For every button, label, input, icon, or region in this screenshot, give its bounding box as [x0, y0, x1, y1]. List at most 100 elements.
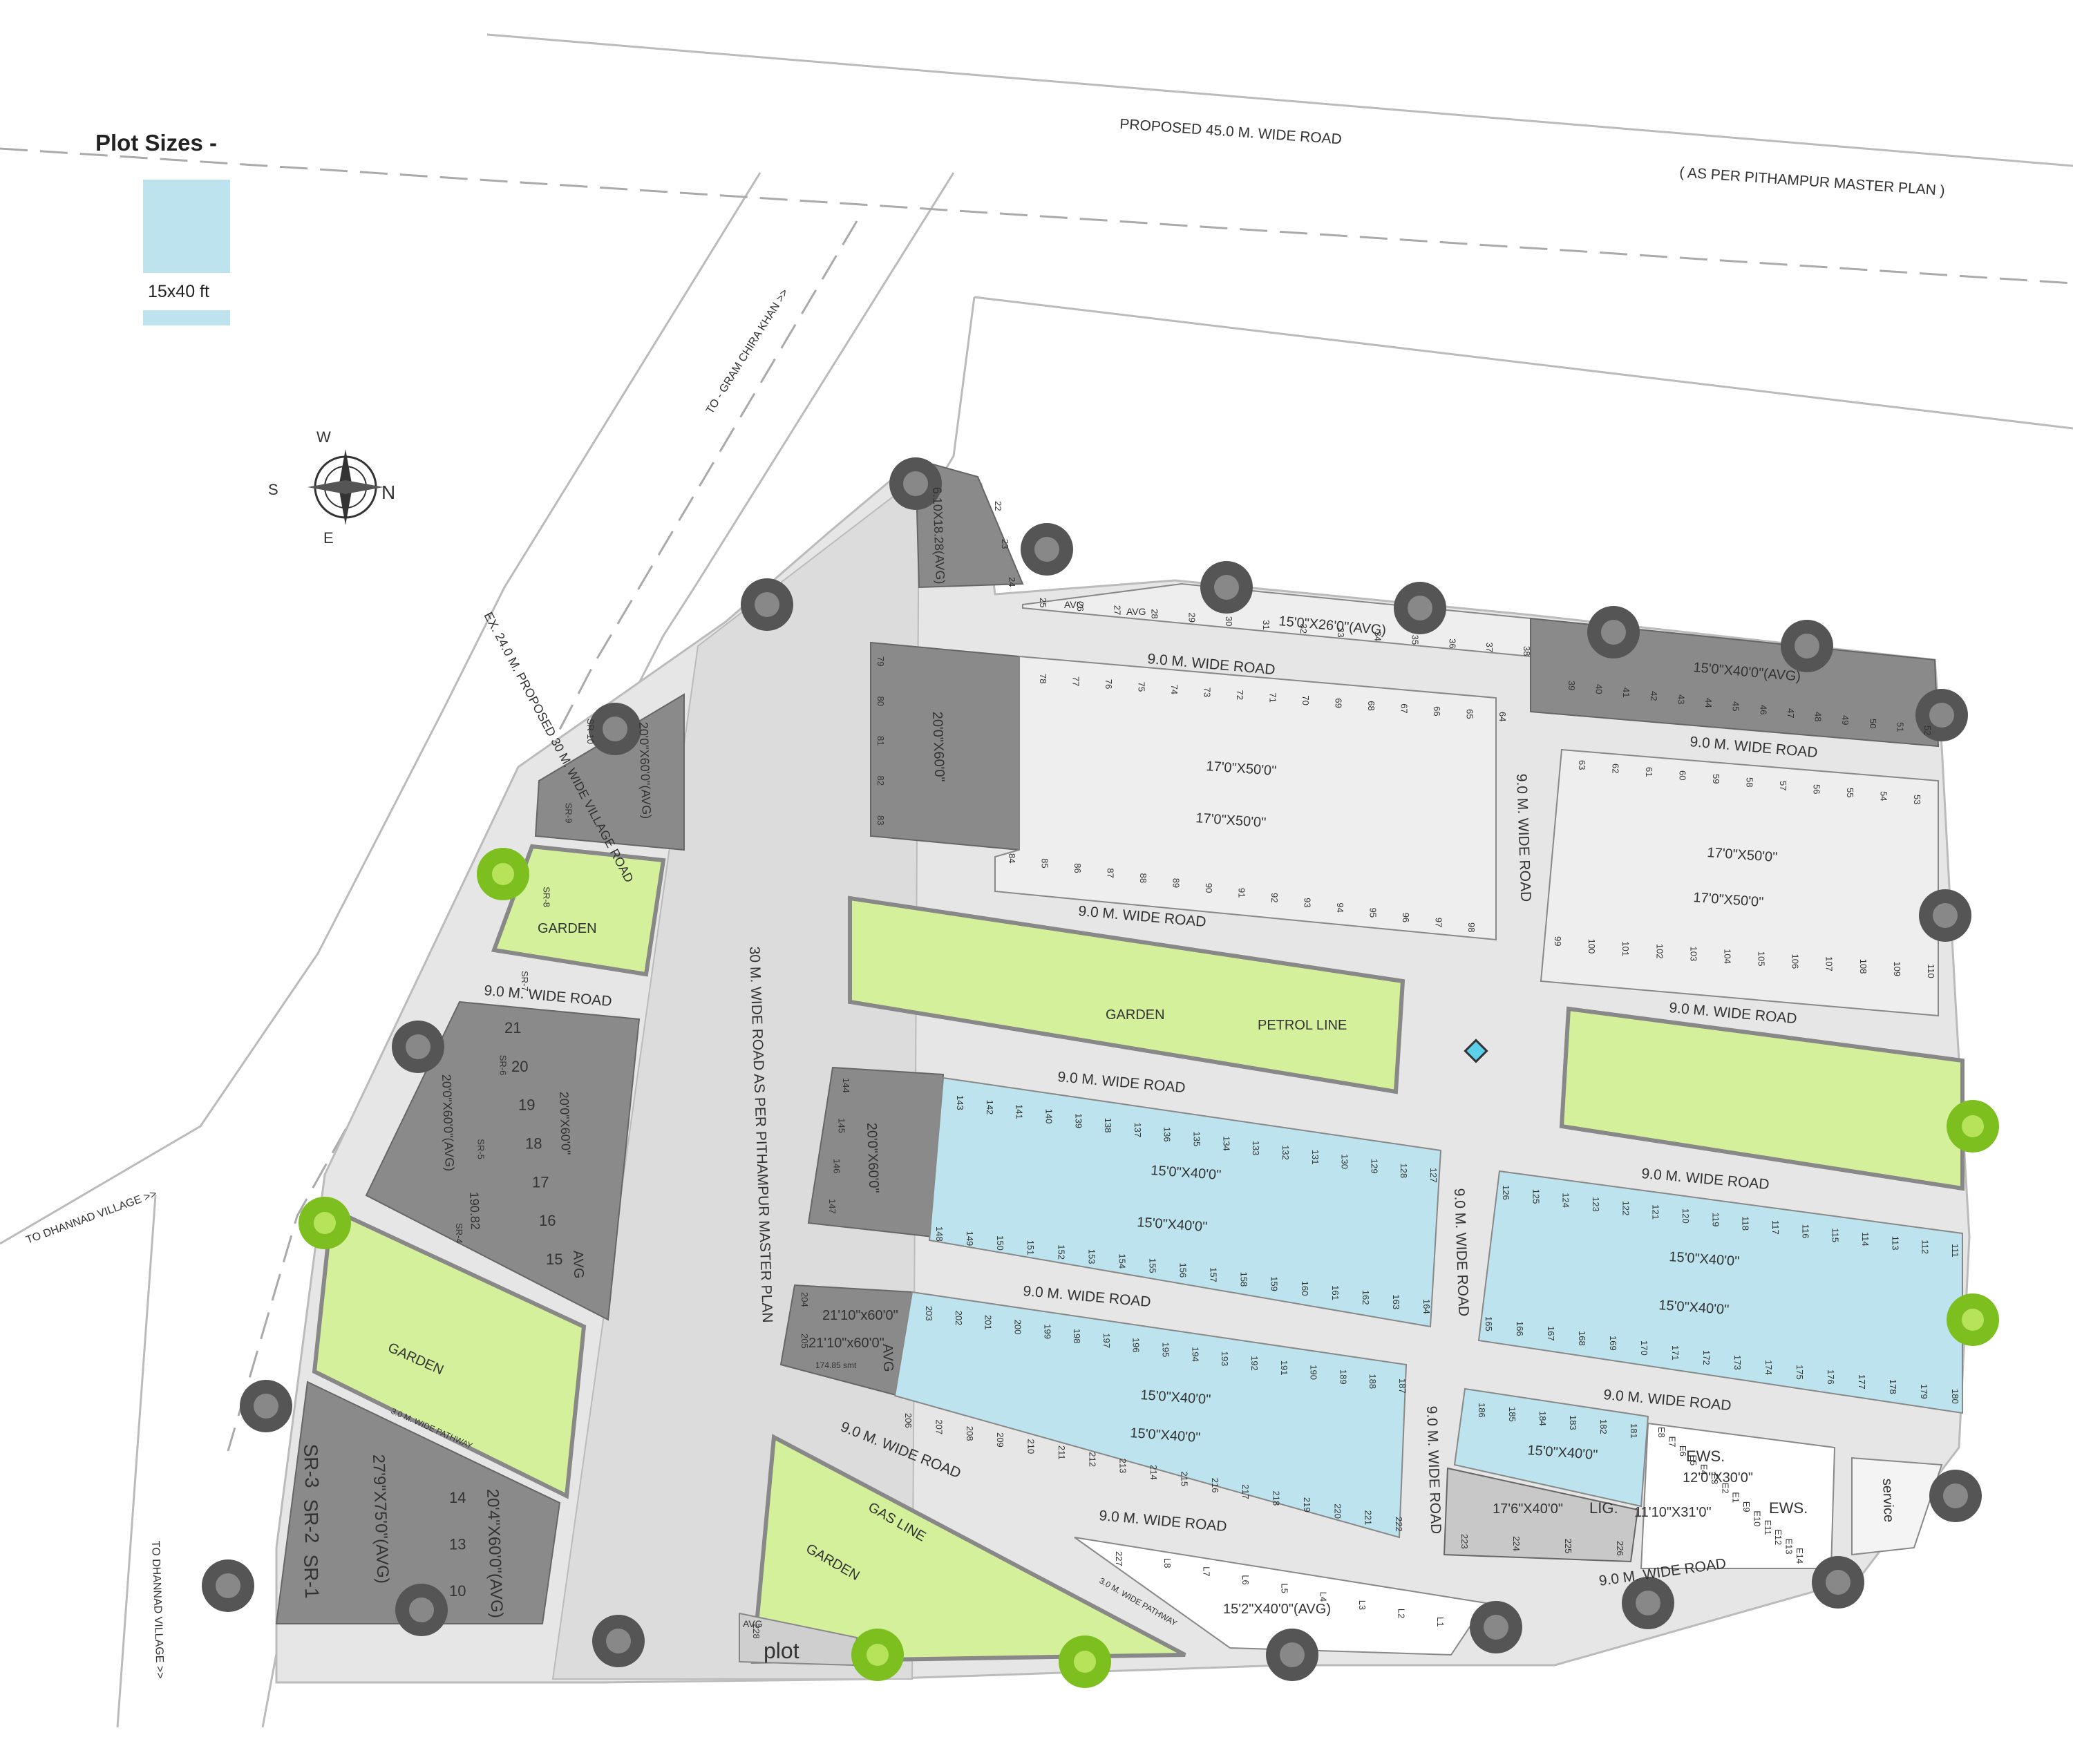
plot-number: 145 [836, 1118, 846, 1133]
plot-number: 166 [1515, 1321, 1525, 1336]
plot-number: 88 [1138, 873, 1148, 883]
plot-number: 135 [1192, 1132, 1202, 1147]
dim-label: 20'0"X60'0" [864, 1122, 882, 1193]
plot-number: 190 [1309, 1365, 1319, 1380]
plot-number: 112 [1920, 1240, 1931, 1254]
plot-number: 10 [449, 1582, 466, 1600]
tree-green-icon [1947, 1293, 1999, 1346]
plot-number: 220 [1332, 1504, 1343, 1519]
plot-number: 132 [1280, 1145, 1291, 1160]
plot-number: E7 [1667, 1436, 1677, 1448]
plot-number: 146 [832, 1159, 842, 1174]
plot-number: 215 [1179, 1471, 1189, 1486]
plot-number: 123 [1591, 1197, 1601, 1212]
tree-dark-icon [1021, 523, 1073, 576]
plot-number: SR-10 [585, 719, 596, 744]
dim-label: 12'0"X30'0" [1683, 1470, 1753, 1486]
plot-number: 15 [546, 1251, 562, 1268]
plot-number: 213 [1118, 1459, 1128, 1474]
plot-number: 165 [1484, 1316, 1494, 1331]
plot-number: 162 [1361, 1290, 1371, 1305]
plot-number: 109 [1892, 961, 1902, 976]
plot-number: 223 [1459, 1534, 1470, 1549]
plot-number: 25 [1038, 598, 1048, 607]
service-area [1851, 1457, 1943, 1556]
plot-number: 85 [1040, 858, 1050, 868]
avg-label: AVG [570, 1250, 586, 1279]
plot-number: 186 [1477, 1403, 1487, 1418]
plot-number: SR-8 [542, 886, 552, 907]
plot-number: 216 [1210, 1478, 1220, 1493]
plot-number: 207 [934, 1419, 944, 1434]
plot-number: 218 [1271, 1491, 1282, 1506]
dim-label: 6.10X18.28(AVG) [930, 486, 947, 584]
plot-number: 164 [1421, 1299, 1432, 1314]
garden-petrol-line [848, 895, 1405, 1094]
plot-number: 80 [875, 696, 886, 706]
plot-number: 108 [1858, 959, 1868, 974]
garden-label: GARDEN [538, 921, 597, 936]
road-label-master-plan-note: ( AS PER PITHAMPUR MASTER PLAN ) [1679, 164, 1946, 199]
plot-number: E4 [1699, 1464, 1710, 1475]
plot-block-22-24 [914, 458, 1024, 589]
site-marker-icon [1464, 1039, 1488, 1063]
plot-number: E14 [1795, 1548, 1805, 1564]
plot-number: 175 [1795, 1365, 1805, 1380]
dim-label: 20'0"X60'0" [557, 1091, 573, 1155]
plot-number: 126 [1501, 1185, 1511, 1200]
plot-number: L2 [1397, 1609, 1407, 1618]
plot-number: 97 [1434, 918, 1444, 927]
plot-number: 111 [1950, 1244, 1960, 1258]
compass-north: N [381, 482, 395, 503]
plot-number: 194 [1190, 1347, 1200, 1362]
plot-block-127-164 [928, 1077, 1442, 1328]
dim-label: 21'10"x60'0" [822, 1308, 898, 1323]
plot-number: 56 [1812, 784, 1822, 794]
tree-dark-icon [1781, 620, 1833, 672]
plot-number: 103 [1688, 947, 1698, 962]
plot-number: 52 [1922, 725, 1933, 735]
plot-number: 20 [511, 1058, 528, 1075]
plot-number: 16 [539, 1212, 556, 1229]
plot-number: 39 [1566, 681, 1577, 690]
plot-number: 133 [1251, 1141, 1261, 1156]
plot-number: 136 [1162, 1127, 1173, 1142]
plot-number: 225 [1563, 1539, 1573, 1554]
avg-label: AVG [880, 1343, 896, 1372]
tree-dark-icon [1929, 1470, 1982, 1522]
plot-number: 211 [1057, 1445, 1067, 1460]
plot-block-64-98 [994, 655, 1497, 941]
plot-number: 107 [1824, 956, 1835, 971]
plot-number: 147 [827, 1199, 837, 1214]
plot-number: 45 [1731, 701, 1741, 711]
plot-number: 102 [1654, 944, 1665, 959]
tree-green-icon [1059, 1635, 1111, 1688]
plot-number: 134 [1221, 1136, 1231, 1151]
compass-south: S [268, 481, 278, 498]
dim-label: 20'4"X60'0"(AVG) [483, 1488, 507, 1618]
plot-number: 183 [1568, 1415, 1578, 1430]
plot-number: 205 [799, 1334, 810, 1349]
plot-number: 140 [1043, 1109, 1054, 1124]
plot-number: 106 [1790, 954, 1801, 969]
garden-right [1559, 1006, 1965, 1191]
plot-number: 184 [1537, 1411, 1548, 1426]
plot-number: E3 [1710, 1473, 1720, 1484]
plot-number: 198 [1072, 1329, 1082, 1344]
plot-number: 31 [1261, 620, 1271, 629]
lig-label: LIG. [1589, 1499, 1618, 1517]
plot-number: 59 [1711, 774, 1721, 784]
plot-number: 152 [1056, 1244, 1066, 1260]
avg-label: AVG [743, 1618, 763, 1629]
plot-number: 32 [1298, 624, 1309, 634]
plot-label: plot [764, 1638, 799, 1663]
plot-number: 192 [1249, 1356, 1260, 1371]
plot-number: SR-7 [520, 971, 530, 992]
plot-number: 161 [1330, 1285, 1341, 1300]
tree-green-icon [851, 1629, 904, 1681]
plot-number: 203 [924, 1306, 934, 1321]
plot-number: 48 [1813, 712, 1824, 721]
plot-number: 110 [1926, 964, 1936, 978]
plot-number: 18 [525, 1135, 542, 1153]
plot-number: 124 [1561, 1193, 1571, 1208]
